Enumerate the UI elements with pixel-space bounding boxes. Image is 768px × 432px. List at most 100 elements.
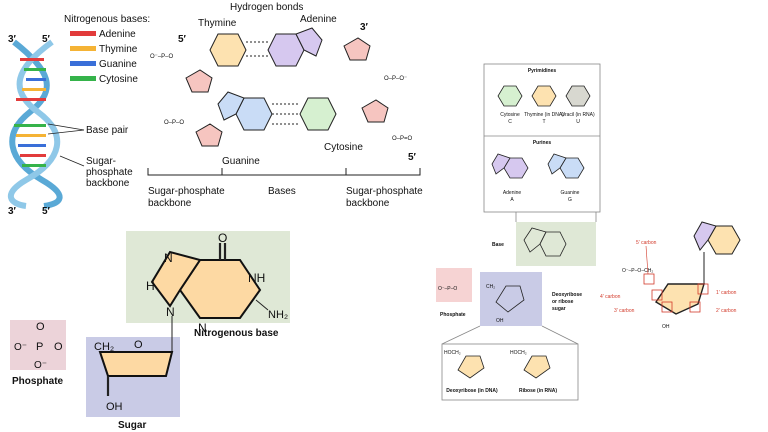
sugar-ring <box>98 351 174 377</box>
backbone-label-line1: Sugar- <box>86 156 116 167</box>
legend-label-thymine: Thymine <box>99 44 138 55</box>
base-n-7: N <box>164 251 173 265</box>
helix-rung <box>14 124 46 127</box>
cytosine-small-ring <box>497 85 523 107</box>
carbon-numbered-nucleotide: O⁻–P–O–CH₂ 5′ carbon 4′ carbon 3′ carbon… <box>600 221 741 330</box>
sugar-ring-oxygen: O <box>134 339 143 351</box>
right-sugar-box <box>480 272 542 326</box>
bracket-left-line1: Sugar-phosphate <box>148 186 225 197</box>
adenine-label: Adenine <box>300 14 337 25</box>
phosphate-o-top: O <box>36 321 45 333</box>
helix-rung <box>20 154 46 157</box>
thymine-small-abbr: T <box>542 119 545 125</box>
base-ring-5 <box>150 250 202 308</box>
far-right-base-ring-5 <box>693 221 717 251</box>
legend-swatch-guanine <box>70 61 96 66</box>
base-h: H <box>146 279 155 293</box>
helix-rung <box>18 144 46 147</box>
right-sugar-label-2: or ribose <box>552 299 574 305</box>
right-phosphate-formula: O⁻–P–O <box>438 286 457 292</box>
thymine-small-ring <box>531 85 557 107</box>
helix-rung <box>22 88 46 91</box>
phosphate-left-top: O⁻–P–O <box>150 54 174 60</box>
strand-5-top: 5′ <box>42 34 51 45</box>
adenine-small-ring-5 <box>491 153 511 175</box>
phosphate-box <box>10 320 66 370</box>
right-sugar-oh: OH <box>496 318 504 324</box>
strand-3-top: 3′ <box>8 34 17 45</box>
helix-rung <box>20 58 44 61</box>
strand-5-bottom: 5′ <box>42 206 51 217</box>
base-pair-label: Base pair <box>86 125 129 136</box>
guanine-small-ring-5 <box>547 153 567 175</box>
right-sugar-label-1: Deoxyribose <box>552 292 582 298</box>
phosphate-label: Phosphate <box>12 376 64 387</box>
base-nh2: NH₂ <box>268 309 288 321</box>
adenine-ring-5 <box>295 27 323 57</box>
backbone-label-line3: backbone <box>86 178 130 189</box>
base-pairing-diagram: Hydrogen bonds Thymine Adenine 5′ 3′ O⁻–… <box>147 2 423 209</box>
guanine-small-label: Guanine <box>561 190 580 196</box>
sugar-oh: OH <box>106 401 123 413</box>
helix-rung <box>26 78 46 81</box>
uracil-small-abbr: U <box>576 119 580 125</box>
helix-rung <box>16 98 46 101</box>
right-phosphate-label: Phosphate <box>440 312 466 318</box>
phosphate-o-minus: O⁻ <box>14 342 27 353</box>
legend-label-cytosine: Cytosine <box>99 74 138 85</box>
sugar-right-bottom <box>361 99 389 123</box>
carbon-4-label: 4′ carbon <box>600 294 621 300</box>
guanine-label: Guanine <box>222 156 260 167</box>
three-prime-right: 3′ <box>360 22 369 33</box>
legend-swatch-thymine <box>70 46 96 51</box>
five-prime-left: 5′ <box>178 34 187 45</box>
base-legend: Nitrogenous bases: Adenine Thymine Guani… <box>64 14 150 85</box>
cytosine-small-abbr: C <box>508 119 512 125</box>
uracil-small-ring <box>565 85 591 107</box>
sugar-label: Sugar <box>118 420 146 431</box>
guanine-small-abbr: G <box>568 197 572 203</box>
helix-backbone-strand-b <box>8 39 61 209</box>
far-right-oh: OH <box>662 324 670 330</box>
thymine-ring <box>209 33 247 67</box>
sugar-left-bottom <box>195 123 223 147</box>
phosphate-p: P <box>36 341 43 353</box>
ribose-hoch2: HOCH₂ <box>510 350 527 356</box>
far-right-sugar-ring <box>655 283 705 315</box>
adenine-small-label: Adenine <box>503 190 522 196</box>
bracket-right-line1: Sugar-phosphate <box>346 186 423 197</box>
pyrimidines-title: Pyrimidines <box>528 68 557 74</box>
base-types-panel: Pyrimidines Cytosine C Thymine (in DNA) … <box>436 63 601 401</box>
right-base-label: Base <box>492 242 504 248</box>
backbone-label-line2: phosphate <box>86 167 133 178</box>
phosphate-right-bottom: O–P=O <box>392 136 413 142</box>
helix-rung <box>16 134 46 137</box>
base-n-3: N <box>198 321 207 335</box>
bracket-left-line2: backbone <box>148 198 192 209</box>
ribose-label: Ribose (in RNA) <box>519 388 557 394</box>
right-base-box <box>516 222 596 266</box>
carbon-5-label: 5′ carbon <box>636 240 657 246</box>
helix-rung <box>22 164 46 167</box>
deoxyribose-hoch2: HOCH₂ <box>444 350 461 356</box>
sugar-right-top <box>343 37 371 61</box>
right-sugar-ch2: CH₂ <box>486 284 495 290</box>
legend-swatch-adenine <box>70 31 96 36</box>
carbon-3-label: 3′ carbon <box>614 308 635 314</box>
legend-label-adenine: Adenine <box>99 29 136 40</box>
helix-backbone-strand-a <box>9 39 63 209</box>
sugar-ch2: CH₂ <box>94 341 114 353</box>
base-oxygen: O <box>218 231 227 245</box>
bracket-right-line2: backbone <box>346 198 390 209</box>
thymine-label: Thymine <box>198 18 237 29</box>
helix-rung <box>24 68 46 71</box>
ribose-ring <box>523 355 551 379</box>
strand-3-bottom: 3′ <box>8 206 17 217</box>
right-phosphate-box <box>436 268 472 302</box>
phosphate-o-bottom: O⁻ <box>34 360 47 371</box>
adenine-small-abbr: A <box>510 197 514 203</box>
nucleotide-diagram: O H N N N NH NH₂ Nitrogenous base OH O C… <box>10 231 290 431</box>
deoxyribose-ring <box>457 355 485 379</box>
